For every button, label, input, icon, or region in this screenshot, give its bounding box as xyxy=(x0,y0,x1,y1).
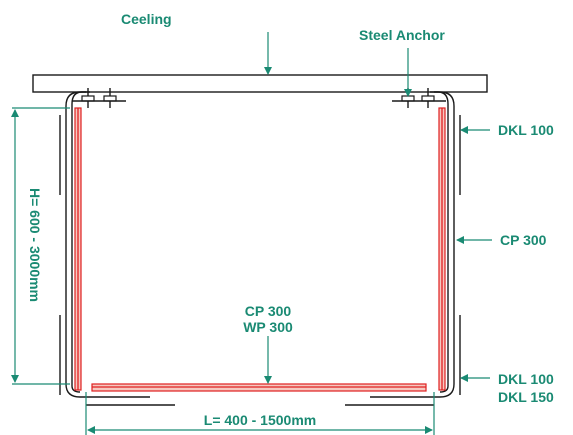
steel-anchor-label: Steel Anchor xyxy=(359,27,445,43)
height-dimension xyxy=(11,107,70,385)
wp-bottom-label: WP 300 xyxy=(243,319,293,335)
length-dimension xyxy=(85,392,435,435)
side-brackets xyxy=(59,115,461,406)
steel-anchor-left xyxy=(72,88,126,108)
dkl-top-label: DKL 100 xyxy=(498,122,554,138)
height-label: H= 600 - 3000mm xyxy=(27,188,43,302)
outer-frame xyxy=(65,91,455,398)
ceiling-slab xyxy=(32,74,488,93)
dkl-bottom-label-2: DKL 150 xyxy=(498,389,554,405)
ceiling-label: Ceeling xyxy=(121,11,172,27)
length-label: L= 400 - 1500mm xyxy=(204,412,316,428)
fire-board-left xyxy=(74,107,82,391)
cp-bottom-label: CP 300 xyxy=(245,303,292,319)
dkl-bottom-label-1: DKL 100 xyxy=(498,371,554,387)
fire-board-right xyxy=(438,107,446,391)
fire-board-bottom xyxy=(91,383,427,392)
cp-side-label: CP 300 xyxy=(500,232,547,248)
